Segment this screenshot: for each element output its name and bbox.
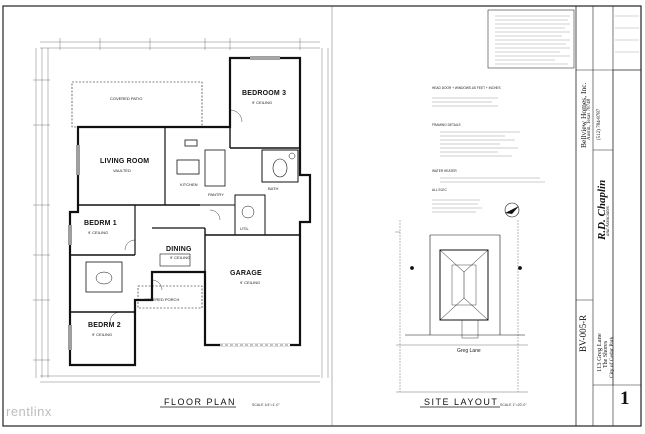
sheet-number: 1 — [620, 388, 630, 409]
designer-sub: and Associates — [606, 206, 611, 236]
plan-number: BV-005-R — [578, 314, 588, 352]
company-city: Austin, Texas 78748 — [587, 98, 592, 140]
site-layout-title: SITE LAYOUT — [424, 397, 499, 407]
pantry-label: PANTRY — [208, 192, 224, 197]
head-height-note: HEAD DOOR + WINDOWS AS FEET + INCHES — [432, 86, 501, 90]
bedroom-3-ceiling: 9' CEILING — [252, 100, 273, 105]
address-line-1: 113 Greg Lane — [596, 333, 603, 372]
covered-patio-label: COVERED PATIO — [110, 96, 143, 101]
living-room-label: LIVING ROOM — [100, 158, 150, 165]
floor-plan — [33, 38, 329, 383]
living-room-ceiling: VAULTED — [113, 168, 131, 173]
street-label: Greg Lane — [457, 348, 481, 354]
covered-porch-label: COVERED PORCH — [144, 297, 180, 302]
watermark: rentlinx — [6, 404, 52, 419]
bedrm-1-ceiling: 9' CEILING — [88, 230, 109, 235]
all-elec-note: ALL ELEC — [432, 188, 447, 192]
kitchen-label: KITCHEN — [180, 182, 198, 187]
site-layout — [395, 220, 528, 393]
notes-box — [432, 9, 575, 213]
dining-label: DINING — [166, 246, 192, 253]
bedroom-3-label: BEDROOM 3 — [242, 90, 287, 97]
bedrm-2-label: BEDRM 2 — [88, 322, 121, 329]
bedrm-2-ceiling: 9' CEILING — [92, 332, 113, 337]
floor-plan-scale: SCALE 1/4"=1'-0" — [252, 403, 280, 407]
framing-details-title: FRAMING DETAILS — [432, 123, 461, 127]
master-bath-label: BATH — [268, 186, 279, 191]
water-heater-title: WATER HEATER — [432, 169, 457, 173]
bedrm-1-label: BEDRM 1 — [84, 220, 117, 227]
address-line-3: City of Cedar Park — [609, 336, 615, 378]
dining-ceiling: 9' CEILING — [170, 255, 191, 260]
garage-ceiling: 9' CEILING — [240, 280, 261, 285]
company-phone: (512) 784-8787 — [597, 108, 602, 140]
utility-label: UTIL — [240, 226, 249, 231]
site-layout-scale: SCALE 1"=20'-0" — [500, 403, 527, 407]
north-arrow-icon — [504, 202, 520, 218]
floor-plan-title: FLOOR PLAN — [164, 397, 237, 407]
garage-label: GARAGE — [230, 270, 262, 277]
